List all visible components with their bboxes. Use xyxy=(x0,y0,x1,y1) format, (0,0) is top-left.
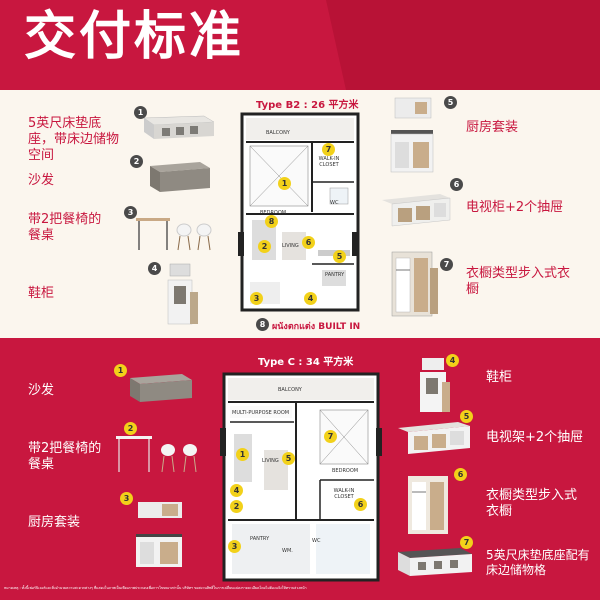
room-multipurpose-c: MULTI-PURPOSE ROOM xyxy=(232,410,290,416)
page-title: 交付标准 xyxy=(24,7,245,67)
tv-cabinet-illustration xyxy=(382,194,451,227)
room-bedroom-c: BEDROOM xyxy=(332,468,359,474)
plan-c-badge-7: 7 xyxy=(324,430,337,443)
tv-shelf-illustration-c xyxy=(398,422,470,454)
bottom-badge-6: 6 xyxy=(454,468,467,481)
wardrobe-illustration xyxy=(391,251,438,317)
bottom-badge-2: 2 xyxy=(124,422,137,435)
sofa-illustration xyxy=(150,162,210,192)
top-item-label-4: 鞋柜 xyxy=(28,286,55,301)
room-wm-c: WM. xyxy=(282,548,293,554)
bottom-item-label-5: 电视架+2个抽屉 xyxy=(486,430,584,445)
shoe-cabinet-illustration-c xyxy=(420,358,450,412)
top-item-label-7: 衣橱类型步入式衣橱 xyxy=(466,266,571,297)
dining-set-illustration-c xyxy=(116,436,197,473)
plan-c-badge-1: 1 xyxy=(236,448,249,461)
plan-c-badge-6: 6 xyxy=(354,498,367,511)
room-living-c: LIVING xyxy=(262,458,279,464)
room-balcony-c: BALCONY xyxy=(278,387,302,393)
bottom-item-label-2: 带2把餐椅的餐桌 xyxy=(28,441,102,472)
room-walkin-c: WALK-IN CLOSET xyxy=(333,488,355,500)
top-item-label-5: 厨房套装 xyxy=(466,120,519,135)
top-badge-1: 1 xyxy=(134,106,147,119)
room-bedroom-b2: BEDROOM xyxy=(260,210,287,216)
plan-b2-badge-4: 4 xyxy=(304,292,317,305)
plan-b2-badge-5: 5 xyxy=(333,250,346,263)
bed-base-illustration xyxy=(143,115,215,139)
room-walkin-b2: WALK-IN CLOSET xyxy=(318,156,340,168)
room-pantry-b2: PANTRY xyxy=(325,272,345,278)
bottom-badge-1: 1 xyxy=(114,364,127,377)
bottom-plan-title: Type C : 34 平方米 xyxy=(258,357,354,368)
plan-b2-badge-6: 6 xyxy=(302,236,315,249)
floor-plan-c xyxy=(220,372,382,582)
bottom-badge-5: 5 xyxy=(460,410,473,423)
bottom-item-label-3: 厨房套装 xyxy=(28,515,81,530)
top-badge-3: 3 xyxy=(124,206,137,219)
bottom-badge-3: 3 xyxy=(120,492,133,505)
top-badge-4: 4 xyxy=(148,262,161,275)
plan-b2-badge-3: 3 xyxy=(250,292,263,305)
sofa-illustration-c xyxy=(130,374,192,402)
top-item-label-3: 带2把餐椅的餐桌 xyxy=(28,212,102,243)
top-badge-5: 5 xyxy=(444,96,457,109)
built-in-badge: 8 xyxy=(256,318,269,331)
top-badge-6: 6 xyxy=(450,178,463,191)
top-badge-2: 2 xyxy=(130,155,143,168)
room-living-b2: LIVING xyxy=(282,243,299,249)
bottom-badge-4: 4 xyxy=(446,354,459,367)
plan-b2-badge-7: 7 xyxy=(322,143,335,156)
kitchen-set-illustration xyxy=(390,97,434,173)
kitchen-set-illustration-c xyxy=(136,502,182,567)
top-badge-7: 7 xyxy=(440,258,453,271)
bottom-item-label-4: 鞋柜 xyxy=(486,370,513,385)
plan-b2-badge-1: 1 xyxy=(278,177,291,190)
plan-c-badge-2: 2 xyxy=(230,500,243,513)
wardrobe-illustration-c xyxy=(408,476,448,534)
bed-base-illustration-c xyxy=(398,548,472,576)
top-item-label-1: 5英尺床垫底座，带床边储物空间 xyxy=(28,116,120,163)
plan-c-badge-3: 3 xyxy=(228,540,241,553)
bottom-item-label-1: 沙发 xyxy=(28,383,55,398)
top-plan-title: Type B2 : 26 平方米 xyxy=(256,100,359,111)
shoe-cabinet-illustration xyxy=(167,263,198,325)
plan-c-badge-4: 4 xyxy=(230,484,243,497)
header-accent-shape xyxy=(326,0,600,90)
dining-set-illustration xyxy=(136,218,212,251)
footnote: หมายเหตุ : ทั้งนี้เฟอร์นิเจอร์และสิ่งอำน… xyxy=(4,586,307,590)
top-item-label-2: 沙发 xyxy=(28,173,55,188)
built-in-label: ผนังตกแต่ง BUILT IN xyxy=(272,322,361,332)
bottom-item-label-6: 衣橱类型步入式衣橱 xyxy=(486,488,578,519)
plan-c-badge-5: 5 xyxy=(282,452,295,465)
bottom-badge-7: 7 xyxy=(460,536,473,549)
room-balcony-b2: BALCONY xyxy=(266,130,290,136)
plan-b2-badge-8: 8 xyxy=(265,215,278,228)
room-pantry-c: PANTRY xyxy=(250,536,270,542)
floor-plan-b2 xyxy=(238,112,360,312)
plan-b2-badge-2: 2 xyxy=(258,240,271,253)
top-item-label-6: 电视柜+2个抽屉 xyxy=(466,200,564,215)
bottom-item-label-7: 5英尺床垫底座配有床边储物格 xyxy=(486,548,590,577)
room-wc-b2: WC xyxy=(330,200,339,206)
room-wc-c: WC xyxy=(312,538,321,544)
